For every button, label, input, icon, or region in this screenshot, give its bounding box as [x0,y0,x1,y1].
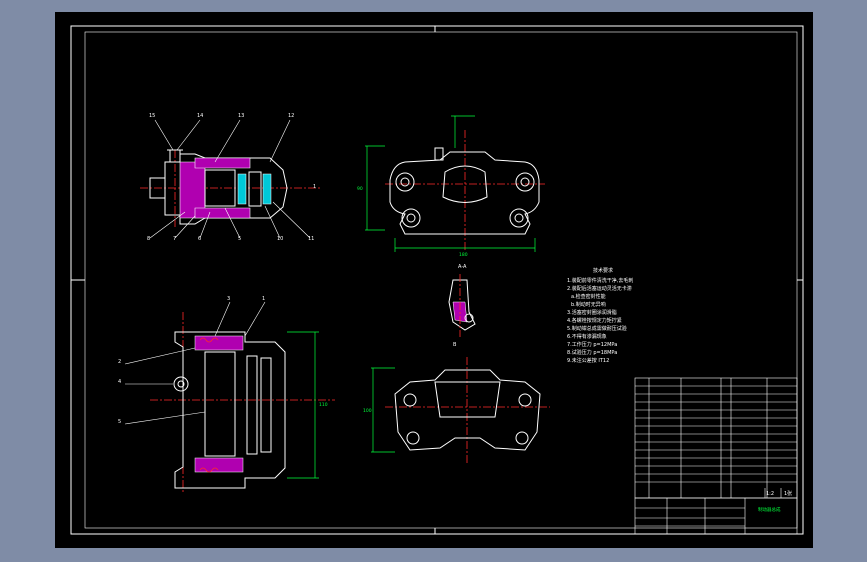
tech-line: 9.未注公差按 IT12 [567,357,609,364]
drawing-sheet: 90 180 A-A B 110 [55,12,813,548]
tech-line: 7.工作压力 p=12MPa [567,341,617,348]
view-label-b: B [453,342,457,348]
callout-number: 14 [197,113,204,119]
front-view-top-right: 90 180 [357,115,545,258]
tech-line: 4.各螺栓按规定力矩拧紧 [567,317,622,324]
callout-number: 4 [118,379,122,385]
callout-number: 10 [277,236,284,242]
callout-number: 1 [262,296,266,302]
dim-side-height: 110 [319,402,328,408]
callout-number: 7 [173,236,177,242]
cad-drawing: 90 180 A-A B 110 [70,25,804,535]
callout-number: 3 [227,296,231,302]
parts-list [634,377,798,499]
tech-line: 1.装配前零件清洗干净,去毛刺 [567,277,633,284]
dim-top-height: 90 [357,186,363,192]
tech-line: 6.不得有渗漏现象 [567,333,607,340]
tech-line: 5.制动钳总成需做耐压试验 [567,325,627,332]
tech-line: 3.活塞密封圈涂润滑脂 [567,309,617,316]
tech-line: a.检查密封性能 [571,293,606,300]
callout-number: 1 [313,184,317,190]
callout-number: 8 [147,236,151,242]
tech-line: 8.试验压力 p=18MPa [567,349,617,356]
side-view-bottom-left: 110 [124,301,335,492]
tech-requirements: 技术要求 1.装配前零件清洗干净,去毛刺 2.装配后活塞运动灵活无卡滞 a.检查… [567,267,633,364]
detail-view-a: A-A B [448,264,476,348]
callout-number: 5 [238,236,242,242]
tech-line: 2.装配后活塞运动灵活无卡滞 [567,285,632,292]
title-block-title: 制动器总成 [758,506,781,513]
view-label-a: A-A [458,264,467,270]
top-view-bottom-middle: 100 [363,357,550,464]
callout-number: 12 [288,113,295,119]
dim-top-width: 180 [459,252,468,258]
tech-line: b.制动时无异响 [571,301,606,308]
callout-number: 15 [149,113,156,119]
title-block: 制动器总成 1:2 1张 [634,488,798,535]
title-block-scale: 1:2 [766,491,774,497]
callout-number: 5 [118,419,122,425]
tech-title: 技术要求 [593,267,613,274]
section-view-top-left [140,119,320,239]
callout-number: 11 [308,236,315,242]
callout-number: 2 [118,359,122,365]
dim-small: 100 [363,408,372,414]
callout-number: 13 [238,113,245,119]
title-block-sheet: 1张 [784,490,792,497]
callout-number: 6 [198,236,202,242]
callouts: 15 14 13 12 8 7 6 5 10 11 1 2 3 4 5 1 [55,12,813,548]
